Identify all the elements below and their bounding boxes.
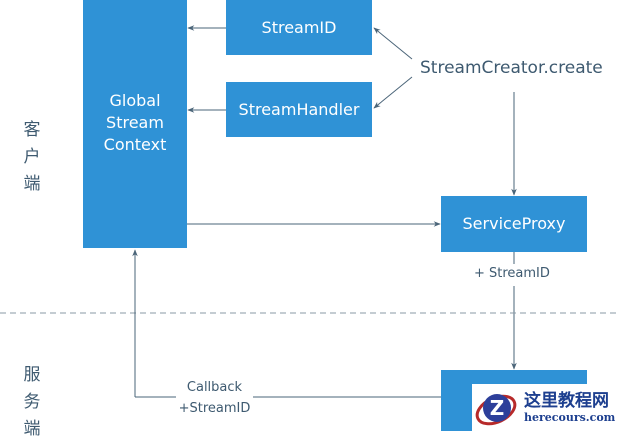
watermark: Z 这里教程网 herecours.com [472,384,620,431]
proxy-stream-id-edge-label: + StreamID [474,266,550,281]
watermark-cn-text: 这里教程网 [524,390,609,411]
callback-edge-label: Callback +StreamID [176,377,253,419]
global-stream-context-node: Global Stream Context [83,0,187,248]
svg-text:Z: Z [490,396,505,420]
arrow-creator-to-streamid [373,27,413,60]
watermark-en-text: herecours.com [524,410,616,424]
callback-label-line1: Callback [186,380,243,395]
connectors [0,25,620,398]
callback-label-line2: +StreamID [178,401,251,416]
z-logo-icon: Z [474,386,518,430]
client-side-label: 客 户 端 [23,120,41,194]
service-proxy-node: ServiceProxy [441,196,587,252]
stream-id-node: StreamID [226,0,372,55]
stream-creator-create-label: StreamCreator.create [420,58,603,78]
stream-handler-node: StreamHandler [226,82,372,137]
arrow-creator-to-handler [373,76,413,109]
